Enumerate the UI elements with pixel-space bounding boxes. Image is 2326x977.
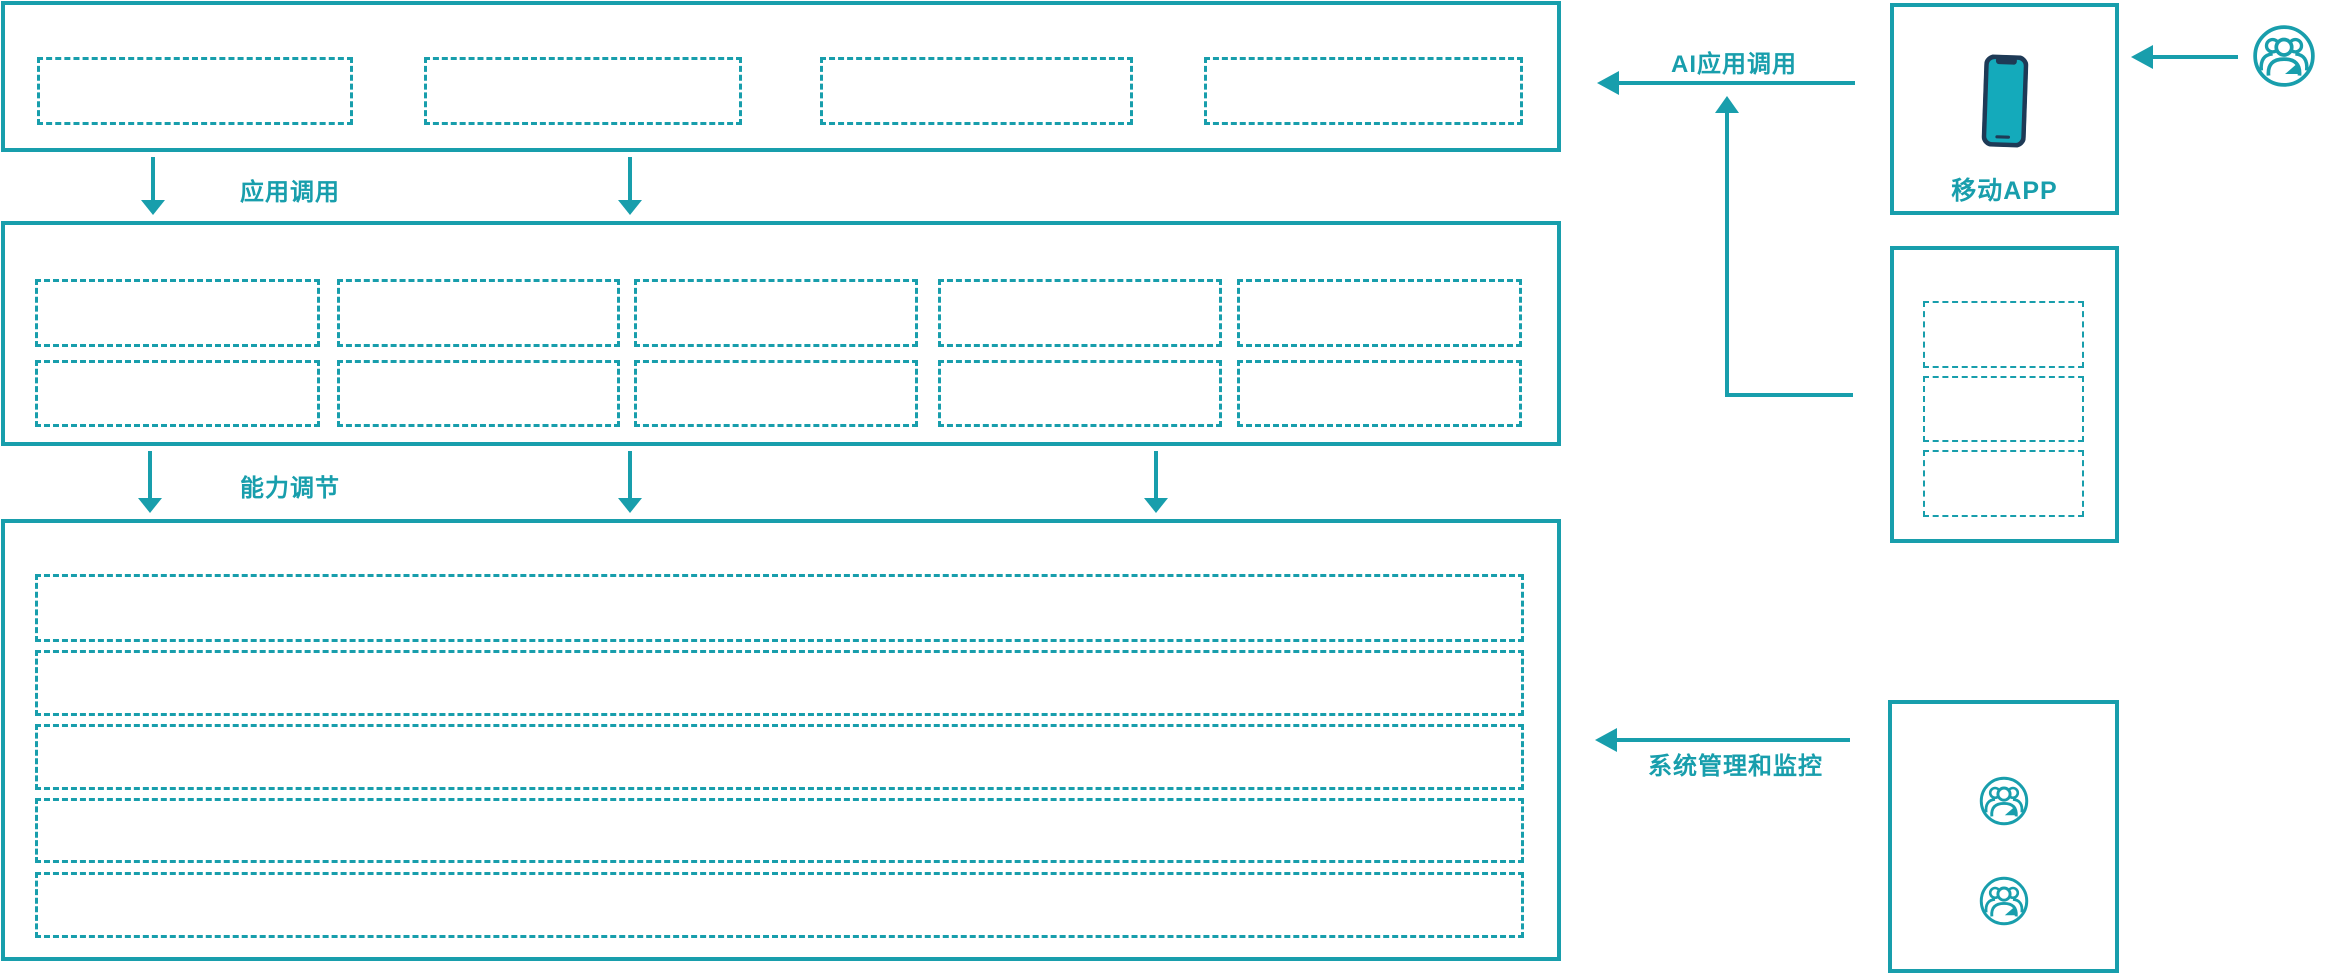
- mobile-app-label: 移动APP: [1951, 177, 2058, 205]
- placeholder-row: [35, 650, 1524, 716]
- placeholder-box: [1237, 360, 1522, 427]
- app-call-arrow: [618, 157, 642, 215]
- capability-adjust-label: 能力调节: [240, 475, 340, 502]
- user-to-app-arrow: [2131, 45, 2238, 69]
- capability-arrow: [618, 451, 642, 513]
- placeholder-box: [634, 360, 918, 427]
- placeholder-box: [938, 279, 1222, 347]
- smartphone-icon: [1981, 54, 2029, 148]
- user-group-icon: [1979, 876, 2029, 926]
- user-group-icon: [2253, 25, 2315, 87]
- mobile-app-box: 移动APP: [1890, 3, 2119, 215]
- elbow-connector-line: [1725, 393, 1853, 397]
- arrow-up-icon: [1715, 96, 1739, 113]
- arrow-left-icon: [2131, 45, 2153, 69]
- placeholder-box: [1204, 57, 1523, 125]
- top-layer-box: [1, 1, 1561, 152]
- arrow-down-icon: [141, 200, 165, 215]
- system-management-label: 系统管理和监控: [1648, 753, 1823, 780]
- user-group-icon: [1979, 776, 2029, 826]
- placeholder-row: [35, 798, 1524, 863]
- placeholder-box: [938, 360, 1222, 427]
- placeholder-box: [37, 57, 353, 125]
- placeholder-row: [35, 872, 1524, 938]
- placeholder-row: [35, 574, 1524, 642]
- placeholder-box: [1237, 279, 1522, 347]
- capability-arrow: [1144, 451, 1168, 513]
- modules-to-ai-arrow: [1715, 96, 1739, 395]
- middle-layer-box: [1, 221, 1561, 446]
- placeholder-box: [820, 57, 1133, 125]
- arrow-down-icon: [1144, 498, 1168, 513]
- admins-box: [1888, 700, 2119, 973]
- placeholder-box: [337, 279, 620, 347]
- app-call-label: 应用调用: [240, 179, 340, 206]
- placeholder-box: [1923, 450, 2084, 517]
- arrow-down-icon: [618, 498, 642, 513]
- placeholder-box: [1923, 301, 2084, 368]
- ai-app-call-arrow: [1597, 71, 1855, 95]
- placeholder-row: [35, 724, 1524, 790]
- arrow-left-icon: [1597, 71, 1619, 95]
- app-call-arrow: [141, 157, 165, 215]
- placeholder-box: [424, 57, 742, 125]
- capability-arrow: [138, 451, 162, 513]
- placeholder-box: [337, 360, 620, 427]
- modules-box: [1890, 246, 2119, 543]
- arrow-left-icon: [1595, 728, 1617, 752]
- placeholder-box: [35, 360, 320, 427]
- bottom-layer-box: [1, 519, 1561, 961]
- arrow-down-icon: [138, 498, 162, 513]
- placeholder-box: [1923, 376, 2084, 442]
- placeholder-box: [35, 279, 320, 347]
- placeholder-box: [634, 279, 918, 347]
- ai-app-call-label: AI应用调用: [1671, 51, 1797, 78]
- arrow-down-icon: [618, 200, 642, 215]
- system-management-arrow: [1595, 728, 1850, 752]
